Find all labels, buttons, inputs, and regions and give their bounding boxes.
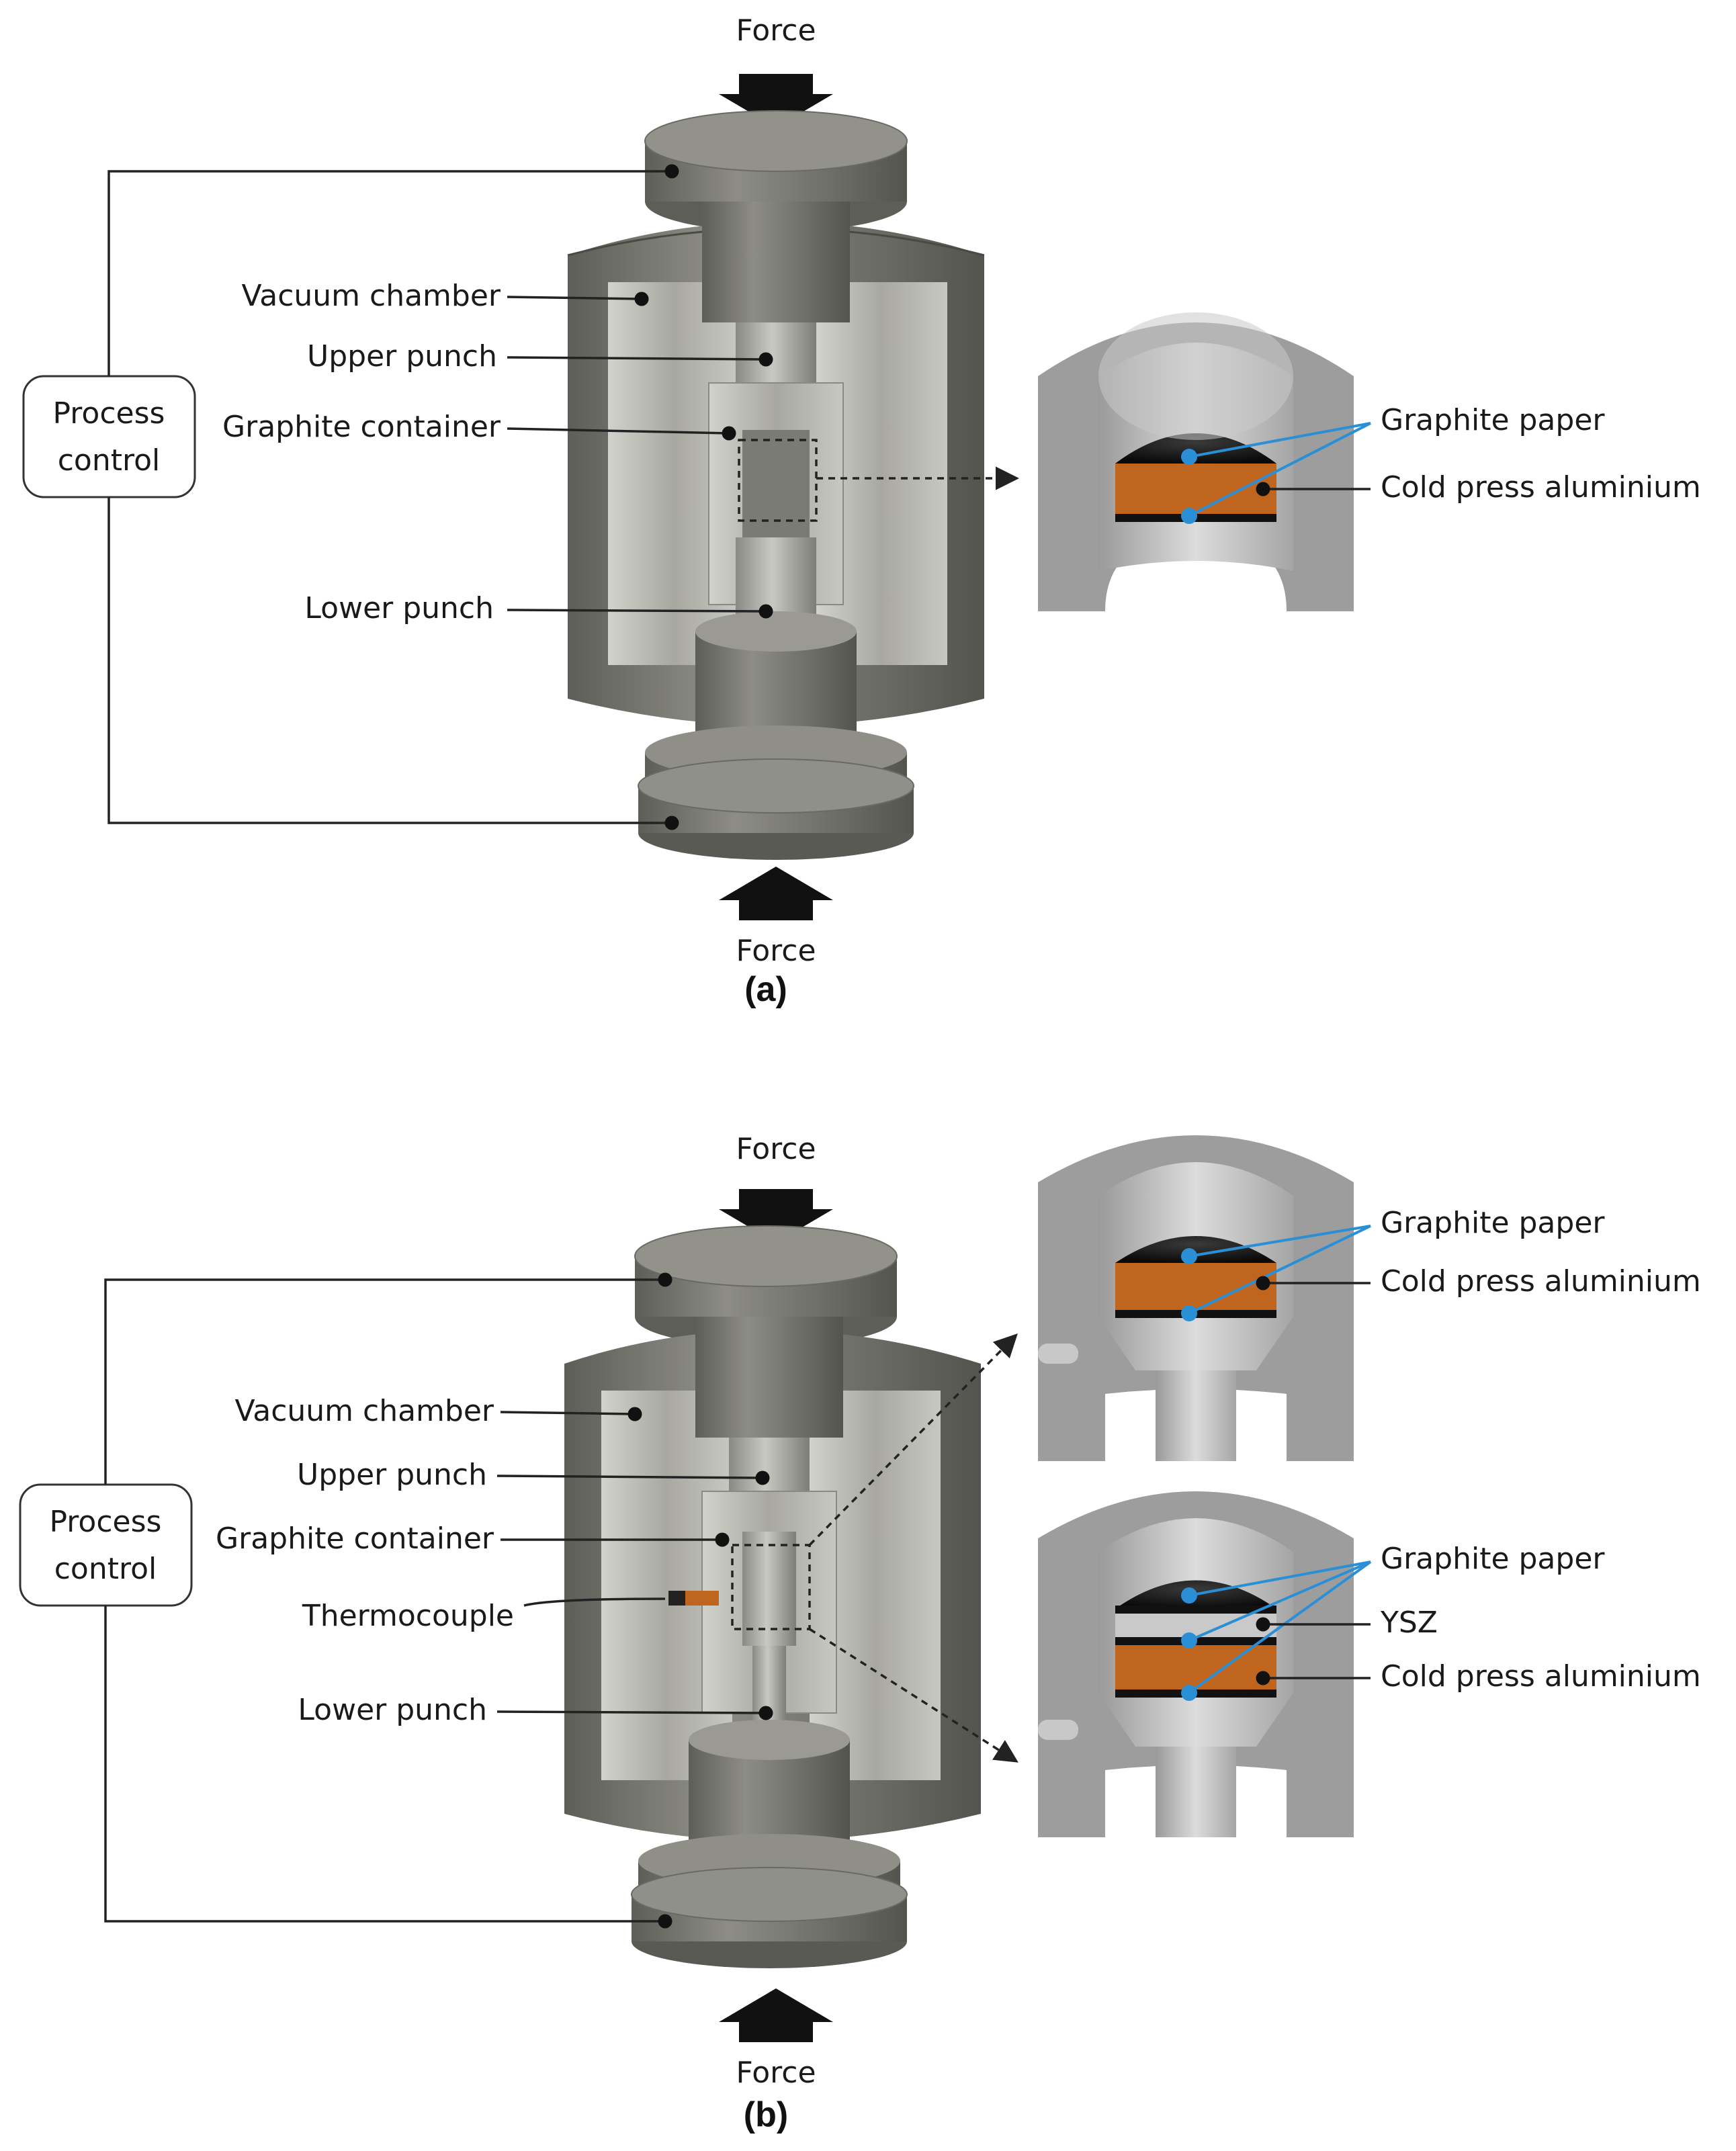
label-b-thermocouple: Thermocouple	[302, 1599, 514, 1633]
leader-detail-b2-graphite-1	[1181, 1561, 1371, 1604]
process-control-line1: Process	[53, 396, 165, 431]
leader-graphite-container	[507, 426, 736, 441]
force-top-arrow-icon	[719, 74, 833, 128]
graphite-container	[708, 382, 844, 625]
graphite-container-b	[701, 1491, 837, 1733]
process-control-b-bottom-wire	[104, 1606, 672, 1929]
panel-b: Force	[19, 1132, 1701, 2134]
leader-vacuum-chamber	[507, 292, 649, 306]
force-top-label-b: Force	[736, 1132, 816, 1166]
zoom-box-b	[731, 1544, 811, 1630]
process-control-box-b	[19, 1483, 193, 1607]
detail-b2-ysz: YSZ	[1380, 1606, 1438, 1640]
leader-detail-a-graphite-bottom	[1181, 422, 1371, 524]
panel-a: Force	[22, 13, 1701, 1009]
leader-detail-b2-graphite-2	[1181, 1561, 1371, 1649]
zoom-arrow-b-top	[808, 1333, 1018, 1546]
zoom-arrow-b-bottom	[809, 1628, 1018, 1763]
label-b-vacuum-chamber: Vacuum chamber	[235, 1394, 494, 1428]
label-graphite-container: Graphite container	[222, 410, 501, 444]
leader-lower-punch	[507, 604, 773, 619]
label-lower-punch: Lower punch	[304, 591, 494, 625]
bottom-plate-b	[631, 1834, 908, 1968]
caption-a: (a)	[744, 970, 787, 1009]
leader-detail-b1-graphite-top	[1181, 1225, 1371, 1264]
force-bottom-label: Force	[736, 934, 816, 968]
label-vacuum-chamber: Vacuum chamber	[242, 279, 501, 313]
process-control-box	[22, 375, 196, 498]
caption-b: (b)	[744, 2095, 788, 2134]
detail-cup-b1	[1038, 1135, 1354, 1461]
detail-b1-graphite-paper: Graphite paper	[1381, 1206, 1605, 1240]
detail-b2-graphite-paper: Graphite paper	[1381, 1542, 1605, 1576]
leader-upper-punch	[507, 352, 773, 367]
detail-a-graphite-paper: Graphite paper	[1381, 403, 1605, 437]
force-top-label: Force	[736, 13, 816, 48]
process-control-line2: control	[58, 443, 161, 478]
leader-b-vacuum-chamber	[500, 1407, 642, 1421]
leader-b-thermocouple	[523, 1597, 666, 1607]
leader-detail-b2-graphite-3	[1181, 1561, 1372, 1701]
process-control-b-line1: Process	[50, 1505, 162, 1539]
detail-b1-cold-press-aluminium: Cold press aluminium	[1381, 1264, 1701, 1299]
force-bottom-arrow-icon	[719, 1988, 833, 2042]
leader-detail-a-graphite-top	[1181, 422, 1371, 465]
detail-b2-cold-press-aluminium: Cold press aluminium	[1381, 1659, 1701, 1694]
force-bottom-arrow-icon	[719, 867, 833, 920]
label-b-lower-punch: Lower punch	[298, 1693, 487, 1727]
process-control-b-line2: control	[54, 1552, 157, 1586]
force-bottom-label-b: Force	[736, 2056, 816, 2090]
zoom-box	[738, 439, 818, 522]
thermocouple	[668, 1591, 719, 1606]
process-control-bottom-wire	[107, 497, 679, 830]
top-plate	[644, 110, 908, 232]
leader-detail-b1-graphite-bottom	[1181, 1225, 1371, 1321]
detail-a-cold-press-aluminium: Cold press aluminium	[1381, 470, 1701, 504]
label-b-upper-punch: Upper punch	[297, 1458, 487, 1492]
leader-b-lower-punch	[496, 1706, 773, 1720]
process-control-top-wire	[107, 164, 679, 376]
bottom-plate	[638, 726, 914, 860]
process-control-b-top-wire	[104, 1272, 672, 1485]
leader-b-upper-punch	[496, 1470, 770, 1485]
label-b-graphite-container: Graphite container	[216, 1522, 494, 1556]
force-top-arrow-icon	[719, 1189, 833, 1243]
detail-cup-b2	[1038, 1491, 1354, 1837]
label-upper-punch: Upper punch	[307, 339, 497, 374]
detail-cup-a	[1038, 312, 1354, 611]
